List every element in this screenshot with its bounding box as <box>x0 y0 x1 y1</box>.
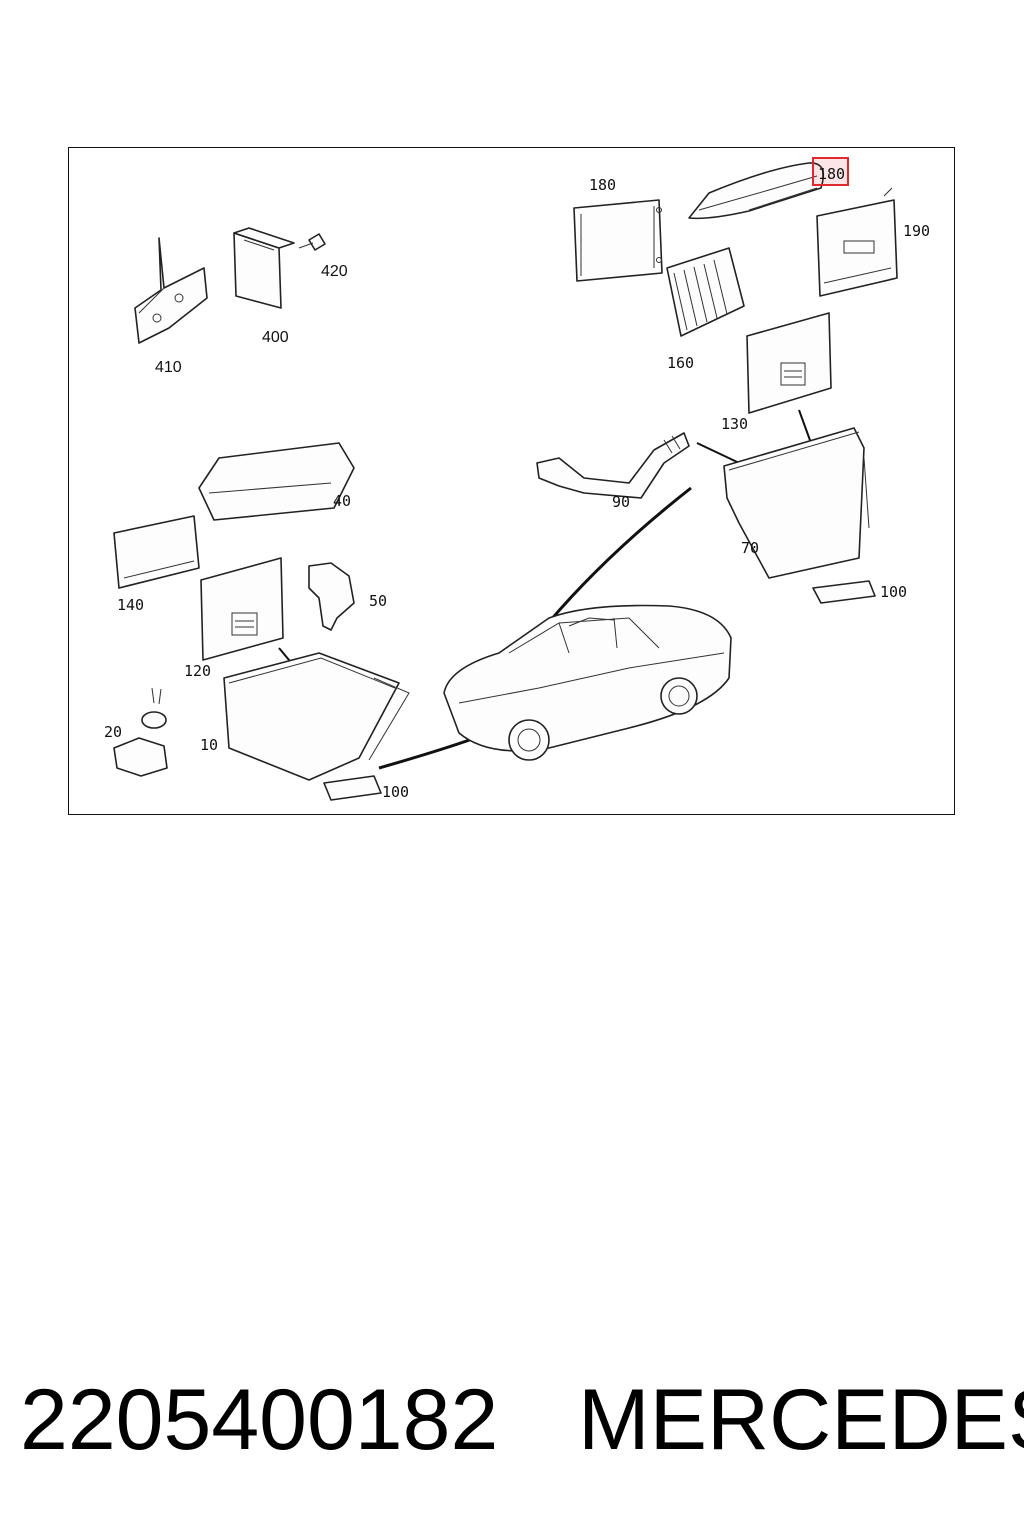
label-140: 140 <box>117 596 144 614</box>
brand-name: MERCEDES <box>578 1372 1024 1468</box>
label-50: 50 <box>369 592 387 610</box>
label-190: 190 <box>903 222 930 240</box>
parts-diagram: 180 180 190 160 130 410 <box>104 157 930 801</box>
part-50-holder <box>308 562 355 631</box>
part-180-housing <box>688 162 825 220</box>
part-90-duct <box>536 432 690 499</box>
part-140-module <box>113 515 200 589</box>
part-number: 2205400182 <box>20 1372 499 1468</box>
label-10: 10 <box>200 736 218 754</box>
label-410: 410 <box>155 359 182 376</box>
label-40: 40 <box>333 492 351 510</box>
part-420-screw <box>298 233 326 251</box>
footer: 2205400182 MERCEDES <box>0 1370 1024 1470</box>
label-100-right: 100 <box>880 583 907 601</box>
part-70-box <box>723 427 870 579</box>
part-10-box <box>223 652 410 781</box>
car-illustration <box>443 604 732 761</box>
arrow-130 <box>798 409 812 444</box>
label-70: 70 <box>741 539 759 557</box>
part-100-filter-right <box>812 580 876 604</box>
label-400: 400 <box>262 329 289 346</box>
parts-diagram-frame: 180 180 190 160 130 410 <box>68 147 955 815</box>
label-160: 160 <box>667 354 694 372</box>
part-100-filter-left <box>323 775 382 801</box>
part-410-bracket <box>134 237 208 344</box>
part-190-control-unit <box>816 187 898 297</box>
label-120: 120 <box>184 662 211 680</box>
label-130: 130 <box>721 415 748 433</box>
part-120-ecu <box>200 557 284 661</box>
label-90: 90 <box>612 493 630 511</box>
label-100-left: 100 <box>382 783 409 801</box>
label-20: 20 <box>104 723 122 741</box>
part-160-amplifier <box>666 247 745 337</box>
label-180-top: 180 <box>589 176 616 194</box>
part-130-ecu <box>746 312 832 414</box>
part-20-pump <box>113 687 168 777</box>
part-180-module <box>573 199 663 282</box>
label-180-highlight: 180 <box>818 165 845 183</box>
part-400-relay <box>233 227 295 309</box>
label-420: 420 <box>321 263 348 280</box>
part-40-cover <box>198 442 355 521</box>
highlight-box <box>812 157 849 186</box>
